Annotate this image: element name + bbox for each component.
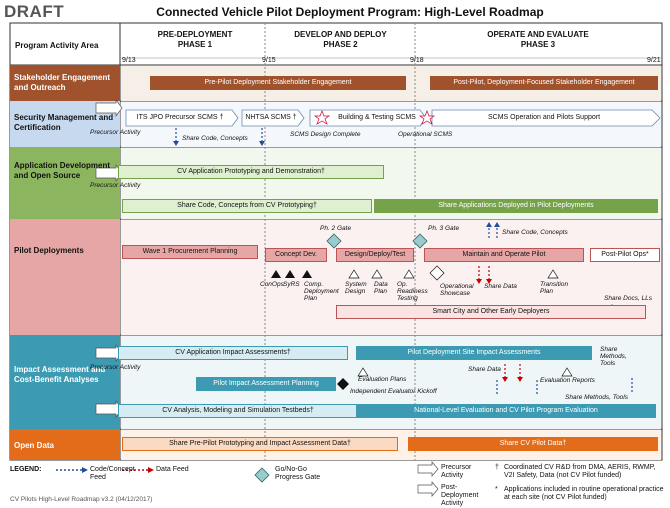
- bar-wave1: Wave 1 Procurement Planning: [122, 245, 258, 259]
- precursor-label: Precursor Activity: [90, 129, 141, 136]
- legend-note1: Coordinated CV R&D from DMA, AERIS, RWMP…: [504, 464, 656, 479]
- bar-ia-modeling: CV Analysis, Modeling and Simulation Tes…: [118, 404, 358, 418]
- share-code-label: Share Code, Concepts: [502, 229, 568, 236]
- milestone-system-design: System Design: [345, 281, 367, 295]
- milestone-syrs: SyRS: [283, 281, 300, 288]
- operational-scms-label: Operational SCMS: [398, 131, 453, 138]
- draft-watermark: DRAFT: [4, 2, 65, 21]
- milestone-op-readiness: Op. Readiness Testing: [397, 281, 428, 302]
- eval-plans-label: Evaluation Plans: [358, 376, 407, 383]
- legend-post: Post-Deployment Activity: [441, 484, 479, 507]
- milestone-conops: ConOps: [260, 281, 284, 288]
- bar-od-prepilot: Share Pre-Pilot Prototyping and Impact A…: [122, 437, 398, 451]
- precursor-label: Precursor Activity: [90, 182, 141, 189]
- row-label-opendata: Open Data: [14, 441, 55, 450]
- legend-note2: Applications included in routine operati…: [504, 486, 664, 501]
- bar-ia-site: Pilot Deployment Site Impact Assessments: [356, 346, 592, 360]
- scms-design-label: SCMS Design Complete: [290, 131, 361, 138]
- eval-reports-label: Evaluation Reports: [540, 377, 595, 384]
- bar-concept-dev: Concept Dev.: [265, 248, 327, 262]
- share-methods-label: Share Methods, Tools: [600, 346, 627, 367]
- legend-star: *: [495, 486, 498, 493]
- date-label: 9/13: [122, 57, 136, 64]
- bar-ia-planning: Pilot Impact Assessment Planning: [196, 377, 336, 391]
- bar-od-cv-pilot: Share CV Pilot Data†: [408, 437, 658, 451]
- share-data-label: Share Data: [484, 283, 517, 290]
- phase3-header: OPERATE AND EVALUATE PHASE 3: [487, 30, 589, 49]
- bar-stake-pre: Pre-Pilot Deployment Stakeholder Engagem…: [150, 76, 406, 90]
- gate-label: Ph. 3 Gate: [428, 225, 460, 232]
- bar-ia-cv-app: CV Application Impact Assessments†: [118, 346, 348, 360]
- bar-app-share-apps: Share Applications Deployed in Pilot Dep…: [374, 199, 658, 213]
- bar-ia-national: National-Level Evaluation and CV Pilot P…: [356, 404, 656, 418]
- page-title: Connected Vehicle Pilot Deployment Progr…: [156, 5, 544, 19]
- date-label: 9/18: [410, 57, 424, 64]
- phase1-header: PRE-DEPLOYMENT PHASE 1: [157, 30, 233, 49]
- date-label: 9/15: [262, 57, 276, 64]
- bar-design-deploy: Design/Deploy/Test: [336, 248, 414, 262]
- bar-stake-post: Post-Pilot, Deployment-Focused Stakehold…: [430, 76, 658, 90]
- legend-label: LEGEND:: [10, 466, 42, 473]
- bar-smart-city: Smart City and Other Early Deployers: [336, 305, 646, 319]
- bar-app-share-code: Share Code, Concepts from CV Prototyping…: [122, 199, 372, 213]
- legend-dagger: †: [495, 464, 499, 471]
- milestone-transition: Transition Plan: [540, 281, 569, 295]
- legend-gate: Go/No-Go Progress Gate: [275, 466, 321, 481]
- row-label-appdev: Application Development and Open Source: [14, 161, 111, 180]
- bar-sec-jpo: ITS JPO Precursor SCMS †: [136, 114, 224, 121]
- bar-maintain: Maintain and Operate Pilot: [424, 248, 584, 262]
- legend-data-feed: Data Feed: [156, 466, 189, 473]
- milestone-showcase: Operational Showcase: [440, 283, 474, 297]
- share-docs-label: Share Docs, LLs: [604, 295, 653, 302]
- bar-sec-building: Building & Testing SCMS: [338, 114, 416, 121]
- share-data-label: Share Data: [468, 366, 501, 373]
- precursor-label: Precursor Activity: [90, 364, 141, 371]
- area-column-header: Program Activity Area: [15, 41, 99, 50]
- bar-app-prototyping: CV Application Prototyping and Demonstra…: [118, 165, 384, 179]
- milestone-comp-plan: Comp. Deployment Plan: [304, 281, 339, 302]
- evaluator-kickoff-label: Independent Evaluator Kickoff: [350, 388, 437, 395]
- row-label-stakeholder: Stakeholder Engagement and Outreach: [14, 73, 111, 92]
- milestone-data-plan: Data Plan: [374, 281, 388, 295]
- share-code-label: Share Code, Concepts: [182, 135, 248, 142]
- bar-sec-operation: SCMS Operation and Pilots Support: [487, 114, 601, 121]
- footer-version: CV Pilots High-Level Roadmap v3.2 (04/12…: [10, 496, 153, 503]
- row-label-pilot: Pilot Deployments: [14, 246, 84, 255]
- legend-code-feed: Code/Concept Feed: [90, 466, 135, 481]
- row-label-impact: Impact Assessment and Cost-Benefit Analy…: [14, 365, 106, 384]
- bar-sec-nhtsa: NHTSA SCMS †: [245, 114, 297, 121]
- date-label: 9/21: [647, 57, 661, 64]
- row-label-security: Security Management and Certification: [14, 113, 114, 132]
- gate-label: Ph. 2 Gate: [320, 225, 352, 232]
- legend-precursor: Precursor Activity: [441, 464, 472, 479]
- bar-post-pilot: Post-Pilot Ops*: [590, 248, 660, 262]
- phase2-header: DEVELOP AND DEPLOY PHASE 2: [294, 30, 387, 49]
- share-methods-label: Share Methods, Tools: [565, 394, 628, 401]
